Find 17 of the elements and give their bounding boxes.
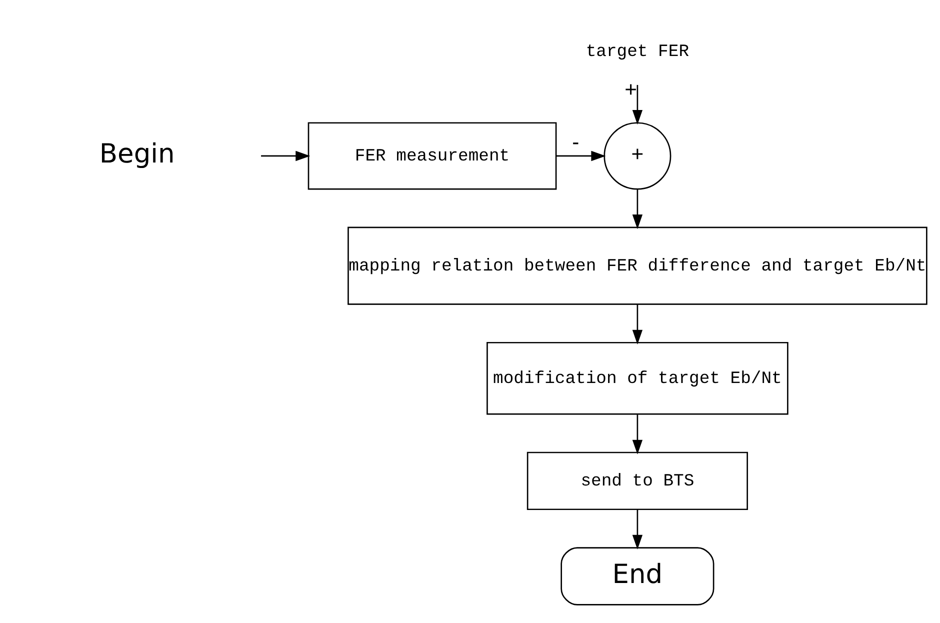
arrow <box>632 84 643 125</box>
node-box: send to BTS <box>526 452 748 510</box>
node-box: FER measurement <box>308 122 557 190</box>
node-circle: + <box>604 122 672 190</box>
edge-label: + <box>624 78 638 102</box>
arrow <box>556 150 606 162</box>
node-box: modification of target Eb/Nt <box>486 342 788 415</box>
node-box: End <box>560 547 714 606</box>
node-text: Begin <box>99 138 175 170</box>
edge-label: - <box>572 131 580 154</box>
arrow <box>632 414 643 454</box>
arrow <box>261 150 310 162</box>
node-box: mapping relation between FER difference and target Eb/Nt <box>348 226 928 305</box>
arrow <box>632 510 643 550</box>
arrow <box>632 304 643 344</box>
node-text: target FER <box>586 42 690 62</box>
arrow <box>632 189 643 230</box>
